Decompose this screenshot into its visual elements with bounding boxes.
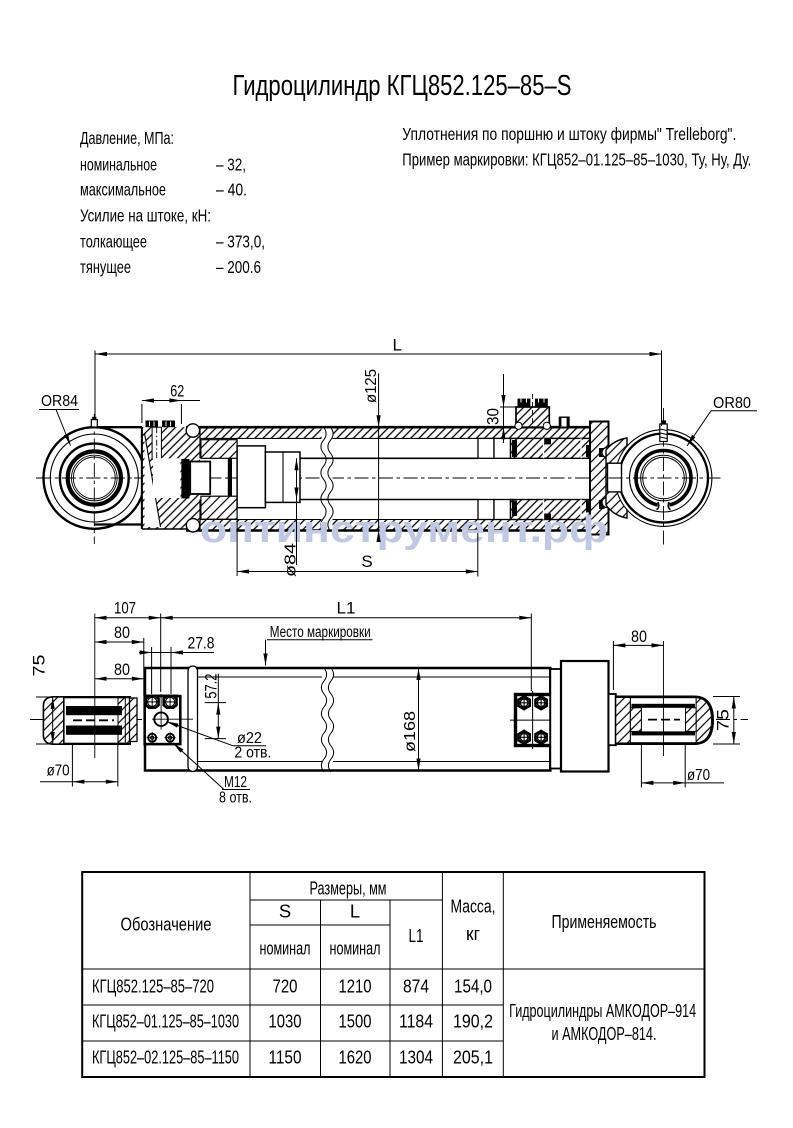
svg-text:максимальное: максимальное (80, 180, 166, 200)
svg-text:тянущее: тянущее (80, 257, 131, 277)
svg-text:205,1: 205,1 (453, 1047, 493, 1068)
svg-text:ø84: ø84 (283, 543, 300, 577)
svg-text:толкающее: толкающее (80, 232, 147, 252)
svg-text:Обозначение: Обозначение (121, 914, 212, 935)
svg-text:ø22: ø22 (237, 730, 262, 747)
svg-text:КГЦ852.125–85–720: КГЦ852.125–85–720 (92, 976, 214, 997)
svg-text:и АМКОДОР–814.: и АМКОДОР–814. (552, 1023, 657, 1044)
svg-text:ø168: ø168 (402, 711, 419, 752)
svg-text:1620: 1620 (339, 1047, 372, 1068)
svg-text:– 200.6: – 200.6 (216, 257, 261, 277)
svg-text:номинальное: номинальное (80, 155, 157, 175)
svg-text:S: S (279, 901, 291, 922)
svg-text:– 40.: – 40. (216, 180, 247, 200)
svg-text:190,2: 190,2 (453, 1011, 493, 1032)
svg-text:L: L (393, 336, 402, 355)
svg-text:80: 80 (114, 623, 130, 642)
svg-text:1184: 1184 (399, 1011, 433, 1032)
svg-text:Пример маркировки: КГЦ852–01.1: Пример маркировки: КГЦ852–01.125–85–1030… (402, 150, 751, 170)
svg-text:кг: кг (466, 923, 480, 944)
svg-text:М12: М12 (224, 774, 247, 791)
svg-text:154,0: 154,0 (454, 976, 492, 997)
svg-text:OR80: OR80 (713, 395, 751, 412)
svg-text:S: S (361, 552, 372, 571)
svg-text:1500: 1500 (339, 1011, 372, 1032)
svg-text:1030: 1030 (269, 1011, 302, 1032)
svg-text:оптинструмент.рф: оптинструмент.рф (200, 509, 608, 551)
svg-text:ø125: ø125 (363, 369, 380, 403)
svg-text:L1: L1 (337, 599, 356, 618)
svg-text:КГЦ852–02.125–85–1150: КГЦ852–02.125–85–1150 (92, 1047, 239, 1068)
svg-text:1150: 1150 (269, 1047, 302, 1068)
svg-text:ø70: ø70 (47, 763, 70, 780)
svg-text:L1: L1 (409, 925, 424, 946)
svg-text:Гидроцилиндр КГЦ852.125–85–S: Гидроцилиндр КГЦ852.125–85–S (233, 70, 572, 102)
svg-text:75: 75 (30, 655, 49, 677)
svg-text:80: 80 (631, 627, 647, 646)
svg-text:720: 720 (273, 976, 298, 997)
svg-text:Уплотнения по поршню и штоку ф: Уплотнения по поршню и штоку фирмы" Trel… (402, 124, 736, 144)
svg-text:– 32,: – 32, (216, 155, 246, 175)
svg-text:Усилие на штоке, кН:: Усилие на штоке, кН: (80, 206, 211, 226)
svg-text:Масса,: Масса, (451, 896, 496, 917)
svg-text:8 отв.: 8 отв. (219, 790, 252, 807)
svg-text:– 373,0,: – 373,0, (216, 232, 265, 252)
svg-text:1210: 1210 (339, 976, 372, 997)
svg-text:2 отв.: 2 отв. (234, 745, 271, 762)
svg-text:27.8: 27.8 (188, 634, 215, 653)
svg-text:Место маркировки: Место маркировки (270, 624, 371, 641)
svg-text:Применяемость: Применяемость (552, 911, 657, 932)
svg-text:80: 80 (114, 660, 130, 679)
svg-text:номинал: номинал (330, 938, 381, 959)
svg-text:Гидроцилиндры АМКОДОР–914: Гидроцилиндры АМКОДОР–914 (509, 1000, 696, 1021)
svg-text:номинал: номинал (260, 938, 311, 959)
svg-text:62: 62 (170, 382, 184, 401)
svg-text:75: 75 (714, 709, 733, 731)
svg-text:57.2: 57.2 (203, 674, 221, 699)
svg-text:30: 30 (485, 408, 503, 425)
svg-text:КГЦ852–01.125–85–1030: КГЦ852–01.125–85–1030 (92, 1011, 239, 1032)
svg-text:Размеры, мм: Размеры, мм (310, 878, 387, 899)
svg-text:ø70: ø70 (687, 767, 710, 784)
svg-text:Давление, МПа:: Давление, МПа: (80, 128, 174, 148)
svg-text:L: L (350, 901, 360, 922)
svg-text:1304: 1304 (399, 1047, 433, 1068)
svg-text:107: 107 (114, 599, 136, 618)
svg-text:874: 874 (403, 976, 429, 997)
svg-text:OR84: OR84 (41, 393, 78, 410)
